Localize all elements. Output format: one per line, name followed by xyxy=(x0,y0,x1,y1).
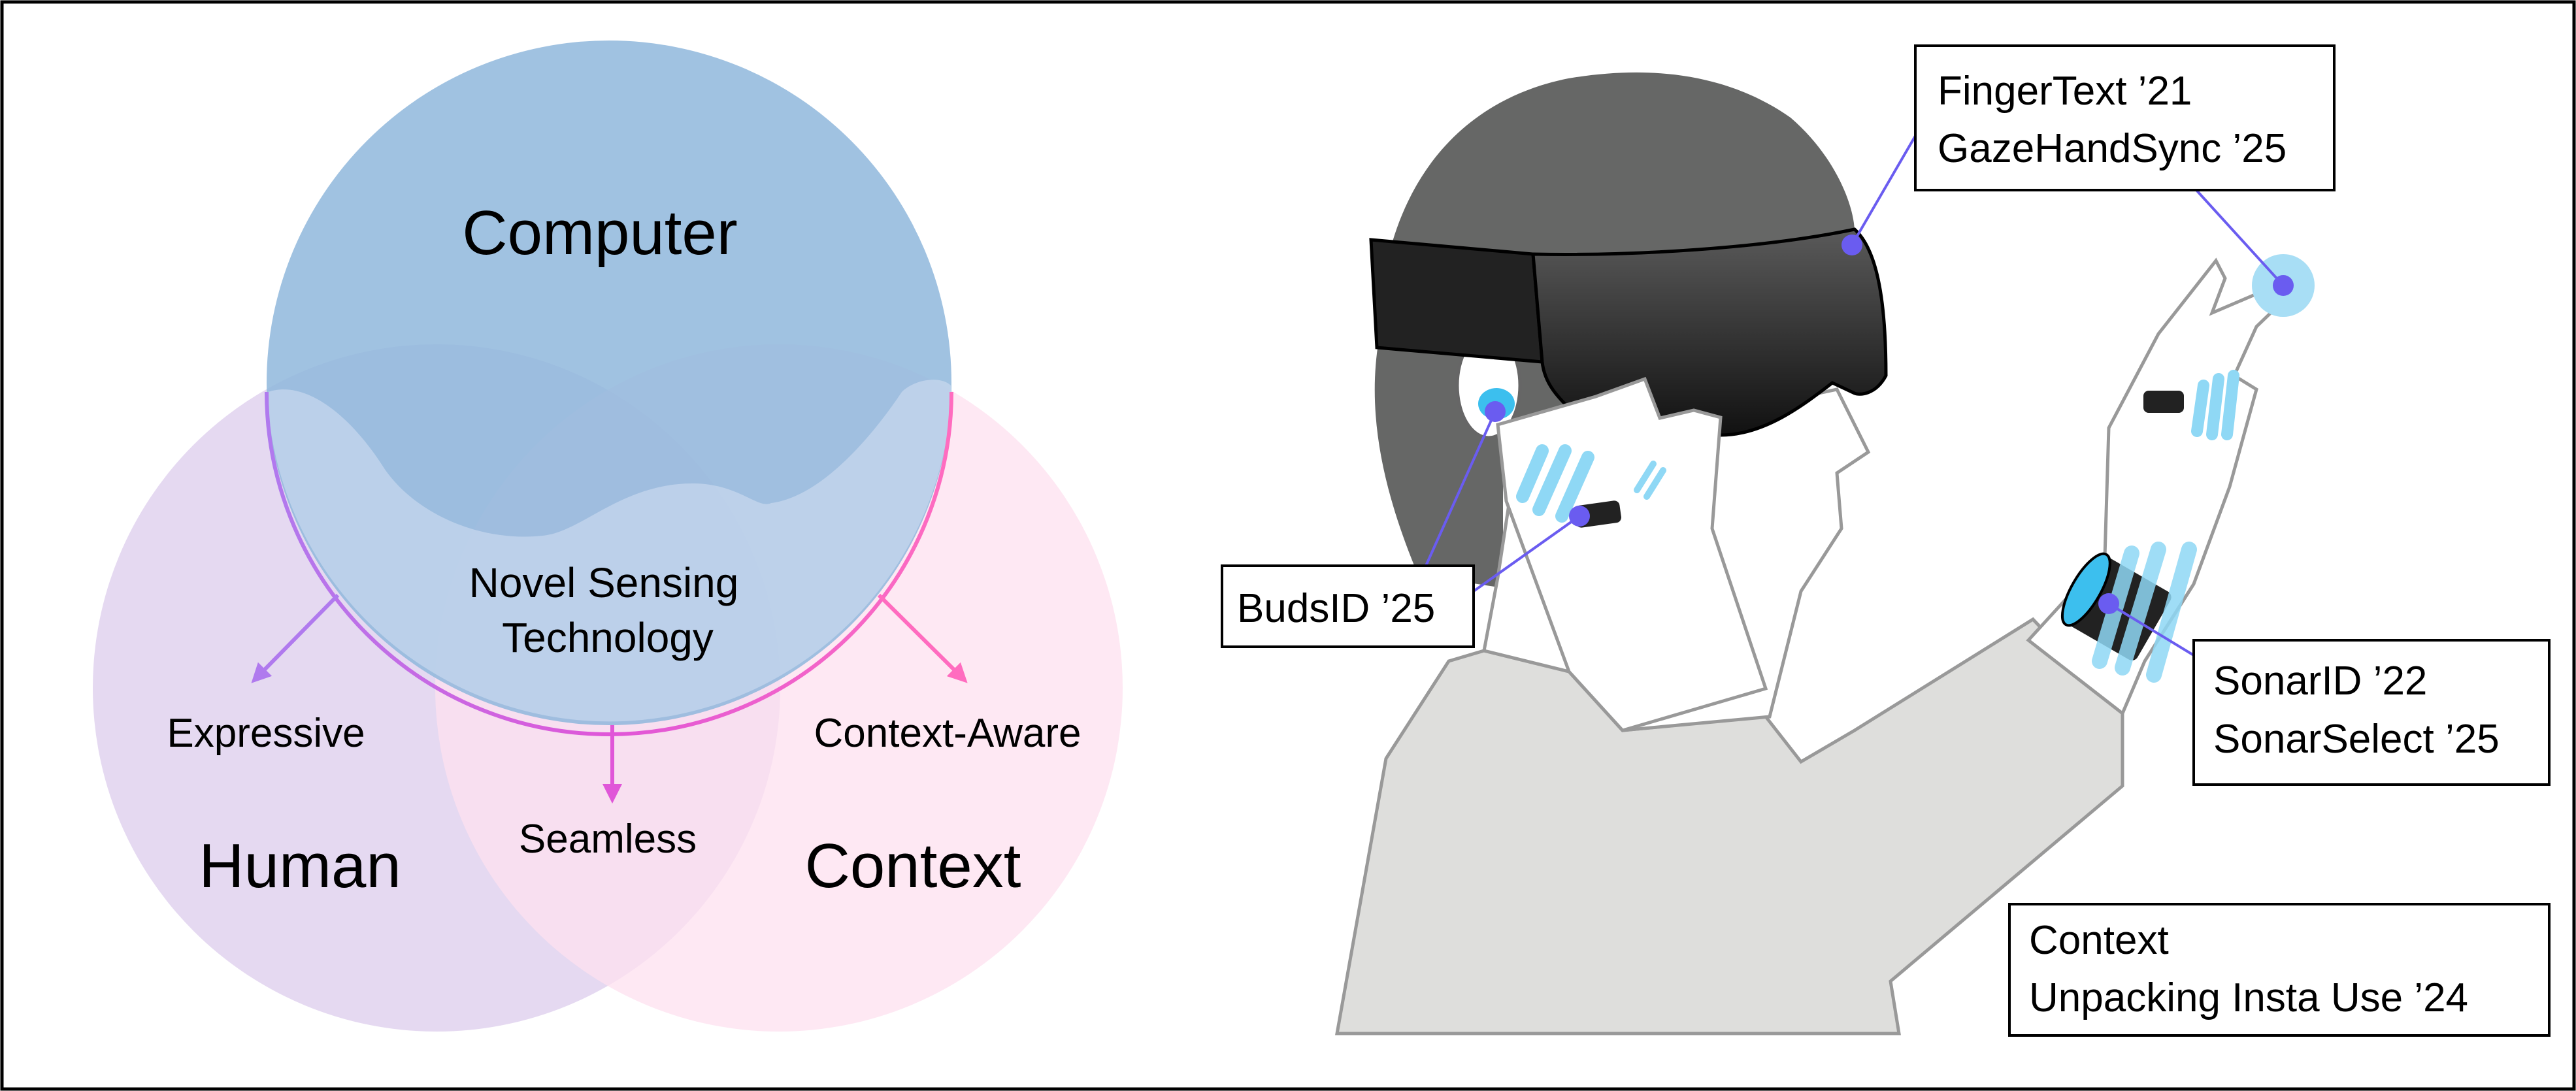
arrow-expressive xyxy=(251,593,340,683)
human-label: Human xyxy=(199,831,401,901)
pulse-finger xyxy=(2191,370,2239,440)
expressive-label: Expressive xyxy=(167,711,365,756)
leader-lines xyxy=(1425,135,2285,657)
label-sonarselect: SonarSelect ’25 xyxy=(2213,717,2500,762)
label-unpacking-insta-use: Unpacking Insta Use ’24 xyxy=(2029,975,2468,1020)
sensor-dot-headset xyxy=(1841,235,1862,255)
center-label-line2: Technology xyxy=(502,614,714,661)
pulse-ear xyxy=(1516,444,1666,523)
label-box-sonar: SonarID ’22 SonarSelect ’25 xyxy=(2192,639,2551,786)
label-gazehandsync: GazeHandSync ’25 xyxy=(1938,126,2287,171)
sweater xyxy=(1335,617,2124,1035)
venn-diagram: Computer Novel Sensing Technology Expres… xyxy=(93,41,1123,1032)
person-illustration xyxy=(1335,72,2315,1035)
label-box-buds: BudsID ’25 xyxy=(1221,564,1475,648)
label-budsid: BudsID ’25 xyxy=(1237,586,1435,631)
label-box-headset: FingerText ’21 GazeHandSync ’25 xyxy=(1914,44,2336,191)
sensing-overlap-region xyxy=(268,380,951,722)
computer-circle-outline xyxy=(265,391,953,736)
ring-raised-hand xyxy=(2143,391,2184,413)
sensor-dot-fingertip xyxy=(2273,275,2294,296)
label-box-context: Context Unpacking Insta Use ’24 xyxy=(2008,903,2551,1037)
sensor-dot-ring xyxy=(1569,506,1590,527)
context-aware-label: Context-Aware xyxy=(814,711,1082,756)
arrow-context-aware xyxy=(877,593,968,683)
label-fingertext: FingerText ’21 xyxy=(1938,69,2192,114)
sensor-dot-watch xyxy=(2098,593,2119,614)
headset-strap xyxy=(1369,238,1544,364)
context-label: Context xyxy=(805,831,1021,901)
label-context: Context xyxy=(2029,918,2169,963)
seamless-label: Seamless xyxy=(519,817,697,862)
sensor-dot-earbud xyxy=(1485,401,1506,422)
center-label-line1: Novel Sensing xyxy=(469,559,739,606)
label-sonarid: SonarID ’22 xyxy=(2213,659,2427,704)
computer-label: Computer xyxy=(462,198,738,268)
